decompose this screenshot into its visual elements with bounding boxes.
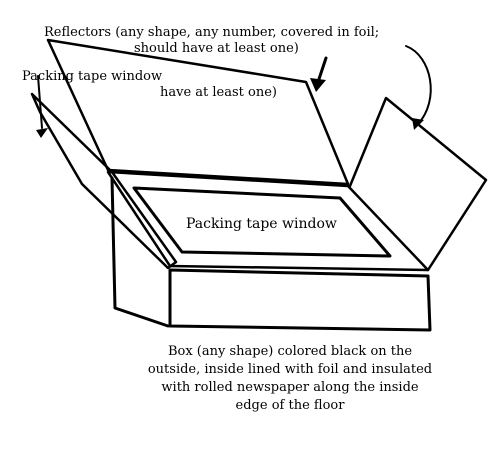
packing-tape-window bbox=[132, 186, 392, 258]
reflectors-label: Reflectors (any shape, any number, cover… bbox=[44, 25, 434, 57]
reflectors-label-line1: Reflectors (any shape, any number, cover… bbox=[44, 25, 380, 40]
back-reflector bbox=[46, 38, 350, 186]
box-left-side bbox=[110, 176, 170, 328]
back-arrow-head bbox=[310, 78, 326, 92]
right-reflector bbox=[348, 96, 488, 272]
back-arrow bbox=[316, 56, 328, 84]
window-label: Packing tape window bbox=[186, 216, 337, 232]
left-arrow bbox=[37, 75, 43, 129]
left-arrow-head bbox=[36, 128, 48, 138]
overlap-at-least-label: have at least one) bbox=[160, 85, 277, 100]
box-label: Box (any shape) colored black on the out… bbox=[147, 344, 433, 413]
right-curved-arrow bbox=[405, 45, 432, 125]
right-curved-arrow-head bbox=[412, 118, 424, 130]
box-front-panel bbox=[168, 268, 432, 332]
overlap-window-label: Packing tape window bbox=[22, 69, 163, 84]
reflectors-label-line2: should have at least one) bbox=[134, 41, 299, 56]
